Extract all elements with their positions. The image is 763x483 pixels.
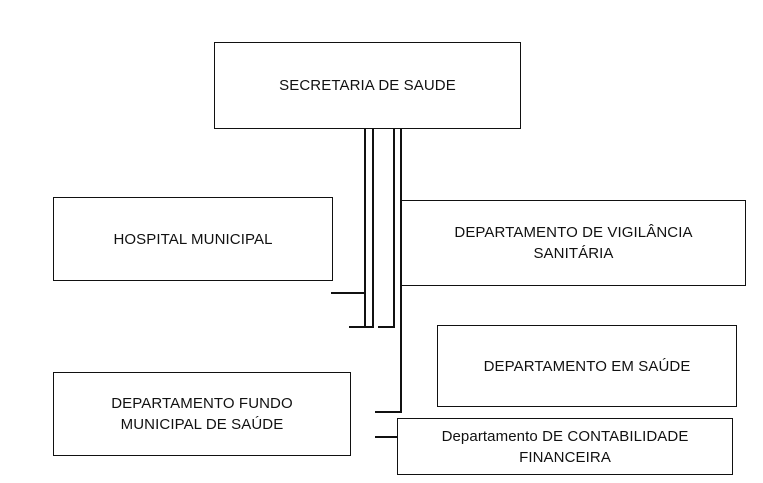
org-root-box: SECRETARIA DE SAUDE	[214, 42, 521, 129]
org-unit-fundo-municipal: DEPARTAMENTO FUNDO MUNICIPAL DE SAÚDE	[53, 372, 351, 456]
org-unit-hospital-municipal: HOSPITAL MUNICIPAL	[53, 197, 333, 281]
org-unit-contabilidade-financeira: Departamento DE CONTABILIDADE FINANCEIRA	[397, 418, 733, 475]
org-unit-departamento-em-saude: DEPARTAMENTO EM SAÚDE	[437, 325, 737, 407]
org-unit-vigilancia-sanitaria: DEPARTAMENTO DE VIGILÂNCIA SANITÁRIA	[401, 200, 746, 286]
